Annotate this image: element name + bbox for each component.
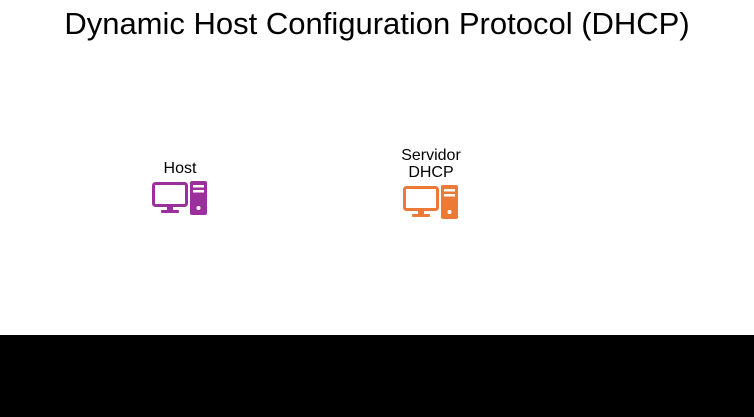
dhcp-server-label: Servidor DHCP xyxy=(401,147,461,181)
server-computer-icon xyxy=(403,185,458,219)
slide: Dynamic Host Configuration Protocol (DHC… xyxy=(64,6,690,220)
host-node: Host xyxy=(140,160,220,216)
dhcp-server-node: Servidor DHCP xyxy=(391,147,471,220)
bottom-bar xyxy=(0,335,754,417)
host-computer-icon xyxy=(152,181,207,215)
slide-title: Dynamic Host Configuration Protocol (DHC… xyxy=(64,6,690,41)
host-label: Host xyxy=(163,160,197,177)
